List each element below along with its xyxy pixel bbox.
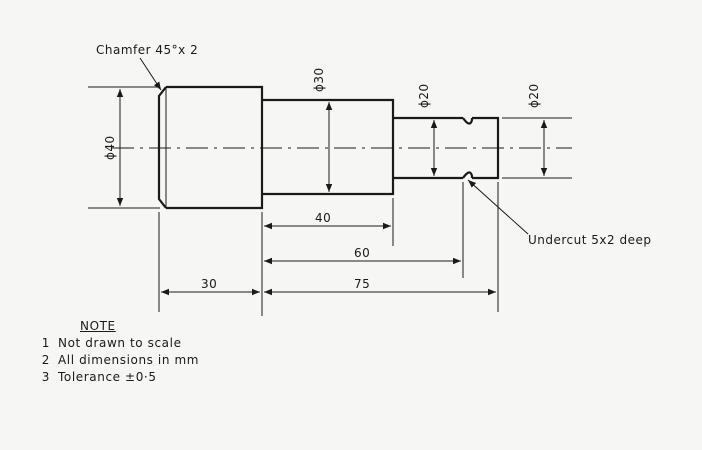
len60-label: 60	[354, 246, 370, 260]
dim-dia20-right: ϕ20	[502, 83, 572, 179]
shaft-outline	[157, 85, 500, 210]
chamfer-label: Chamfer 45°x 2	[96, 43, 198, 57]
dim-len30: 30	[161, 277, 260, 296]
len75-label: 75	[354, 277, 370, 291]
dim-dia30: ϕ30	[312, 67, 333, 192]
note-item-text: Tolerance ±0·5	[58, 370, 157, 384]
undercut-callout: Undercut 5x2 deep	[467, 179, 651, 247]
dim-dia20-mid: ϕ20	[417, 83, 438, 176]
note-item-text: All dimensions in mm	[58, 353, 200, 367]
chamfer-callout: Chamfer 45°x 2	[96, 43, 198, 91]
dia20-right-label: ϕ20	[527, 83, 541, 108]
note-item: 3 Tolerance ±0·5	[40, 369, 199, 386]
dia30-label: ϕ30	[312, 67, 326, 92]
note-title: NOTE	[80, 319, 116, 333]
extension-lines	[158, 182, 499, 316]
note-item-text: Not drawn to scale	[58, 336, 182, 350]
dim-dia40: ϕ40	[88, 86, 160, 209]
note-item-number: 2	[41, 353, 50, 367]
dim-len40: 40	[264, 211, 391, 230]
note-block: NOTE 1 Not drawn to scale 2 All dimensio…	[40, 318, 199, 386]
note-item: 2 All dimensions in mm	[40, 352, 199, 369]
len30-label: 30	[201, 277, 217, 291]
undercut-label: Undercut 5x2 deep	[528, 233, 651, 247]
dim-len60: 60	[264, 246, 461, 265]
len40-label: 40	[315, 211, 331, 225]
note-item: 1 Not drawn to scale	[40, 335, 199, 352]
note-item-number: 1	[41, 336, 50, 350]
dia20-mid-label: ϕ20	[417, 83, 431, 108]
dia40-label: ϕ40	[103, 135, 117, 160]
note-item-number: 3	[41, 370, 50, 384]
dim-len75: 75	[264, 277, 496, 296]
